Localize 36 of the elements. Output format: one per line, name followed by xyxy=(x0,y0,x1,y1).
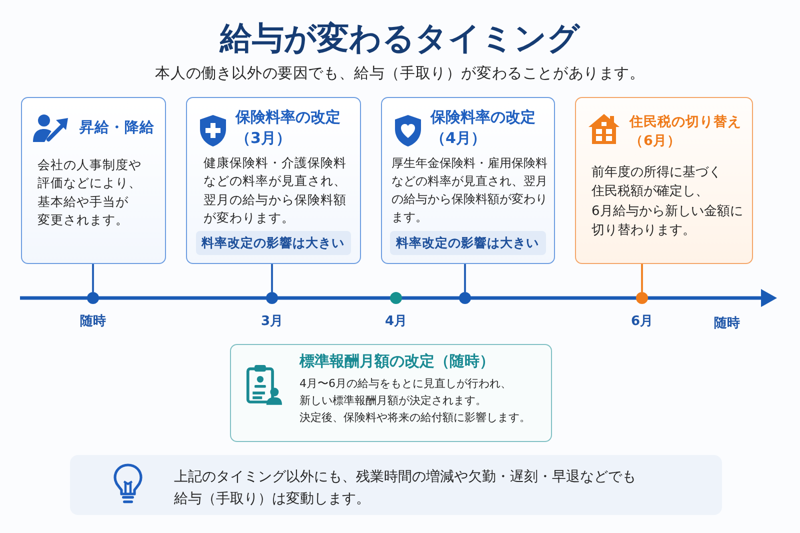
timeline-label: 随時 xyxy=(714,315,740,333)
card-description: 厚生年金保険料・雇用保険料などの料率が見直され、翌月の給与から保険料額が変わります。 xyxy=(392,154,548,226)
card-description: 4月〜6月の給与をもとに見直しが行われ、新しい標準報酬月額が決定されます。 xyxy=(300,376,512,409)
timeline-label: 随時 xyxy=(80,313,106,331)
event-card xyxy=(21,97,166,264)
card-description: 決定後、保険料や将来の給付額に影響します。 xyxy=(300,410,530,426)
card-description: 前年度の所得に基づく住民税額が確定し、6月給与から新しい金額に切り替わります。 xyxy=(592,164,744,240)
card-heading: 保険料率の改定（3月） xyxy=(236,106,342,148)
page-title: 給与が変わるタイミング xyxy=(220,18,580,59)
event-card xyxy=(230,344,552,442)
timeline-label: 6月 xyxy=(630,313,654,331)
card-description: 会社の人事制度や評価などにより、基本給や手当が変更されます。 xyxy=(38,156,142,229)
event-card xyxy=(186,97,361,264)
event-card xyxy=(381,97,555,264)
card-heading: 標準報酬月額の改定（随時） xyxy=(300,350,494,370)
note-text: 上記のタイミング以外にも、残業時間の増減や欠勤・遅刻・早退などでも給与（手取り）は変動します。 xyxy=(174,468,637,509)
connector-line xyxy=(464,264,466,292)
event-card xyxy=(575,97,753,264)
connector-line xyxy=(271,264,273,292)
connector-line xyxy=(641,264,643,292)
timeline-label: 3月 xyxy=(260,313,284,331)
subtitle: 本人の働き以外の要因でも、給与（手取り）が変わることがあります。 xyxy=(155,63,645,84)
card-heading: 保険料率の改定（4月） xyxy=(430,106,536,148)
timeline-dot xyxy=(459,292,471,304)
timeline-dot xyxy=(87,292,99,304)
highlight-tag: 料率改定の影響は大きい xyxy=(390,230,546,254)
card-heading: 住民税の切り替え（6月） xyxy=(630,112,742,151)
connector-line xyxy=(92,264,94,292)
card-heading: 昇給・降給 xyxy=(80,119,154,138)
timeline-label: 4月 xyxy=(384,313,408,331)
card-description: 健康保険料・介護保険料などの料率が見直され、翌月の給与から保険料額が変わります。 xyxy=(204,154,348,227)
timeline-dot xyxy=(390,292,402,304)
timeline-dot xyxy=(266,292,278,304)
note-panel xyxy=(70,455,722,515)
timeline-dot xyxy=(636,292,648,304)
highlight-tag: 料率改定の影響は大きい xyxy=(196,230,350,254)
